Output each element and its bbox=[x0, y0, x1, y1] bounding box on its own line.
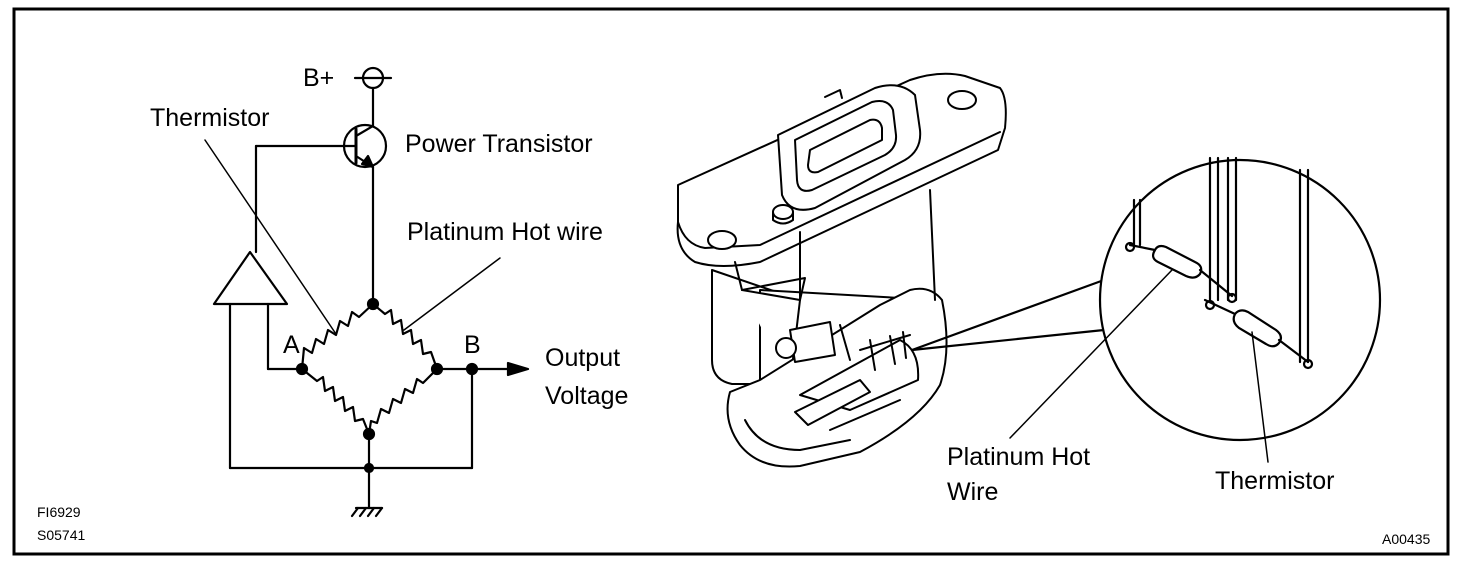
wheatstone-bridge bbox=[295, 297, 444, 441]
thermistor-element bbox=[1203, 298, 1310, 364]
node-a-label: A bbox=[283, 331, 300, 359]
sensor-hot-wire-label-line2: Wire bbox=[947, 478, 998, 506]
power-transistor-label: Power Transistor bbox=[405, 130, 593, 158]
output-arrow-icon bbox=[506, 361, 530, 377]
thermistor-leader bbox=[204, 139, 337, 335]
figure-border bbox=[12, 7, 1450, 556]
circuit-thermistor-label: Thermistor bbox=[150, 104, 269, 132]
sensor-thermistor-leader bbox=[1251, 331, 1269, 463]
node-b-label: B bbox=[464, 331, 481, 359]
figure-code-2: S05741 bbox=[37, 527, 85, 543]
ground-icon bbox=[350, 506, 384, 518]
figure-code-3: A00435 bbox=[1382, 531, 1430, 547]
circuit-schematic bbox=[204, 66, 530, 518]
amplifier-icon bbox=[212, 250, 289, 306]
sensor-thermistor-label: Thermistor bbox=[1215, 467, 1334, 495]
sensor-hot-wire-leader bbox=[1009, 269, 1173, 439]
sensor-hot-wire-label-line1: Platinum Hot bbox=[947, 443, 1090, 471]
magnifier-circle bbox=[1098, 158, 1382, 442]
supply-label: B+ bbox=[303, 64, 334, 92]
figure-code-1: FI6929 bbox=[37, 504, 81, 520]
hot-wire-leader bbox=[403, 257, 501, 331]
output-label-line2: Voltage bbox=[545, 382, 628, 410]
output-label-line1: Output bbox=[545, 344, 620, 372]
magnified-detail bbox=[910, 156, 1382, 463]
bridge-node-a bbox=[295, 362, 309, 376]
air-flow-meter-illustration bbox=[676, 72, 1007, 468]
bridge-node-top bbox=[366, 297, 380, 311]
supply-terminal-icon bbox=[353, 66, 393, 128]
power-transistor-icon bbox=[254, 123, 388, 169]
circuit-hot-wire-label: Platinum Hot wire bbox=[407, 218, 603, 246]
